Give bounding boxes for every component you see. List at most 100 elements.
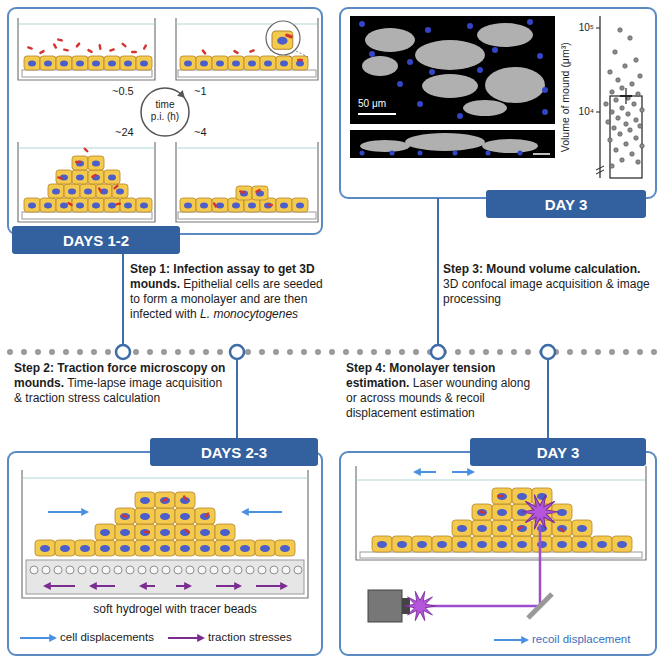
well-mound (72, 198, 88, 212)
timeline-marker (116, 345, 555, 359)
tfm-dish (138, 566, 146, 574)
well-early (131, 51, 137, 53)
tfm-dish (184, 528, 190, 534)
volume-chart (610, 110, 615, 115)
well-early (120, 56, 136, 70)
tick-label: 10⁵ (572, 22, 594, 34)
volume-chart (612, 126, 617, 131)
panel-frames (340, 452, 656, 655)
well-early (24, 56, 40, 70)
well-mound (88, 198, 104, 212)
well-early (40, 56, 56, 70)
volume-chart (613, 50, 618, 55)
tfm-dish (195, 508, 215, 524)
clock-label: p.i. (h) (141, 111, 189, 123)
well-mound (18, 142, 155, 222)
tfm-dish (204, 512, 210, 518)
timeline-connector (437, 198, 439, 346)
time-point: ~0.5 (112, 85, 134, 98)
confocal-image (359, 19, 548, 119)
well-one-hour (176, 18, 318, 80)
well-early (87, 48, 93, 53)
ablation-dish (497, 495, 503, 497)
time-clock (141, 88, 189, 136)
volume-chart (634, 58, 639, 63)
well-four-hours (180, 198, 196, 212)
step-text: Step 2: Traction force microscopy on mou… (14, 361, 232, 406)
tfm-dish (115, 540, 135, 556)
confocal-image (457, 113, 463, 119)
volume-chart (620, 106, 625, 111)
well-one-hour (233, 49, 239, 54)
tfm-dish (144, 531, 150, 533)
panel-frames (340, 8, 656, 198)
well-mound (88, 156, 104, 170)
well-mound (18, 142, 155, 222)
volume-chart (604, 102, 609, 107)
volume-chart (618, 28, 623, 33)
well-mound (57, 176, 63, 180)
tfm-dish (294, 566, 302, 574)
well-one-hour (296, 51, 308, 57)
confocal-image (453, 151, 458, 156)
tfm-dish (22, 470, 308, 598)
well-early (63, 48, 69, 51)
step-heading: Step 3: Mound volume calculation. (443, 262, 640, 276)
volume-chart (630, 82, 635, 87)
confocal-image (407, 59, 413, 65)
ablation-dish (452, 520, 472, 536)
tfm-dish (115, 524, 135, 540)
ablation-dish (452, 536, 472, 552)
ablation-dish (432, 536, 452, 552)
ablation-dish (452, 471, 472, 473)
ablation-dish (512, 520, 532, 536)
volume-chart (624, 142, 629, 147)
volume-chart (638, 124, 643, 129)
timeline-marker (431, 345, 445, 359)
ablation-dish (472, 536, 492, 552)
well-early (104, 56, 120, 70)
tab-label: DAY 3 (537, 444, 580, 461)
well-mound (96, 184, 112, 198)
panel-frames (8, 452, 322, 655)
legend-label: traction stresses (208, 631, 292, 645)
tfm-dish (95, 540, 115, 556)
well-four-hours (292, 198, 308, 212)
confocal-image (350, 16, 555, 158)
tfm-dish (135, 508, 155, 524)
hydrogel-label: soft hydrogel with tracer beads (40, 602, 310, 616)
well-mound (67, 201, 73, 206)
tfm-dish (155, 492, 175, 508)
ablation-dish (517, 525, 523, 530)
well-mound (18, 148, 155, 149)
tfm-dish (215, 524, 235, 540)
volume-chart (634, 118, 639, 123)
well-one-hour (249, 49, 255, 53)
ablation-dish (356, 466, 646, 640)
tfm-dish (115, 508, 135, 524)
well-four-hours (212, 202, 217, 208)
tfm-dish (175, 492, 195, 508)
tfm-dish (182, 495, 187, 501)
well-early (72, 56, 88, 70)
species-name: L. monocytogenes (200, 307, 298, 321)
well-one-hour (180, 56, 196, 70)
volume-chart (638, 74, 643, 79)
well-mound (48, 184, 64, 198)
ablation-dish (479, 510, 485, 514)
tfm-dish (176, 585, 189, 587)
confocal-image (542, 109, 548, 115)
ablation-dish (416, 471, 436, 473)
confocal-image (415, 40, 485, 70)
tfm-dish (235, 540, 255, 556)
time-point: ~24 (115, 126, 134, 139)
timeline-connector (122, 254, 124, 346)
confocal-image (527, 19, 533, 25)
day-tab: DAY 3 (486, 190, 646, 218)
volume-chart (628, 36, 633, 41)
tfm-dish (54, 566, 62, 574)
tfm-dish (222, 566, 230, 574)
volume-chart (623, 64, 628, 69)
well-mound (113, 184, 119, 190)
confocal-image (417, 101, 423, 107)
